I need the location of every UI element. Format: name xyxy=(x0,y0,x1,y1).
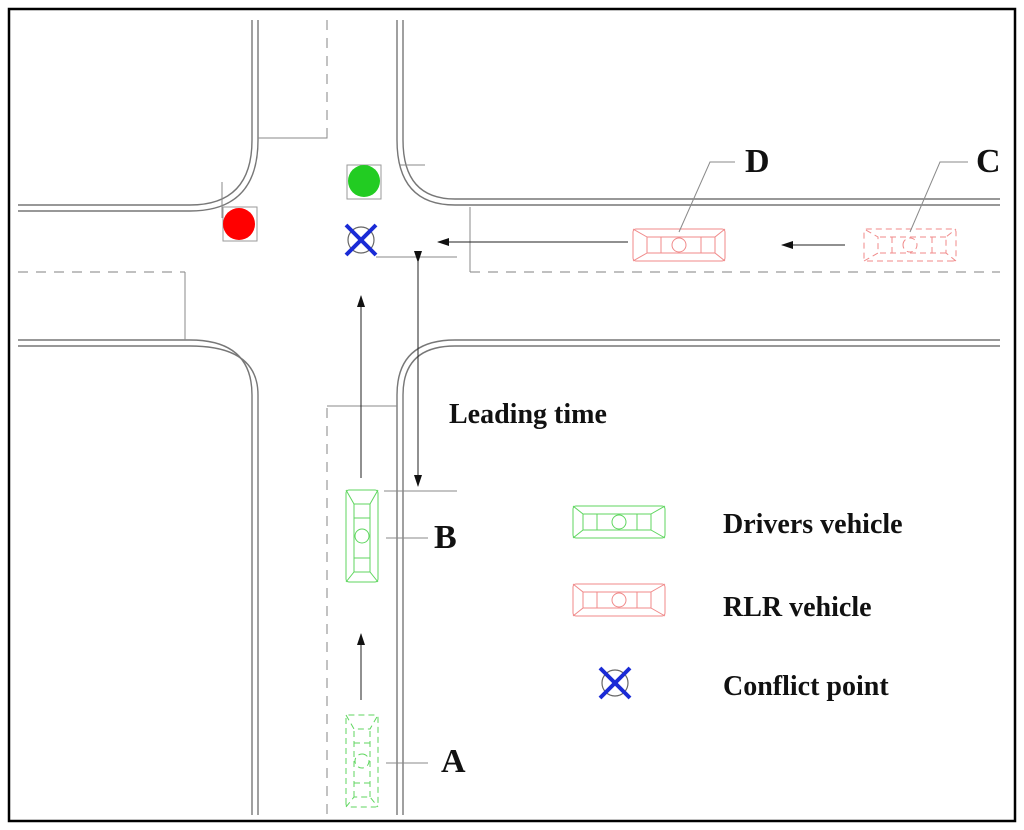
legend-drivers-vehicle-swatch xyxy=(572,505,666,539)
legend-conflict-point-icon xyxy=(598,666,632,700)
legend: Drivers vehicle RLR vehicle Conflict poi… xyxy=(572,505,903,702)
vehicle-a xyxy=(345,714,379,808)
legend-conflict-point-label: Conflict point xyxy=(723,671,889,702)
conflict-point-icon xyxy=(344,223,378,257)
label-b: B xyxy=(434,519,457,556)
red-signal xyxy=(222,206,258,242)
legend-drivers-vehicle-label: Drivers vehicle xyxy=(723,509,903,540)
label-a: A xyxy=(441,743,466,780)
leader-d xyxy=(678,161,735,233)
red-light-icon xyxy=(223,208,255,240)
vehicle-d xyxy=(632,228,726,262)
vehicle-b xyxy=(345,489,379,583)
leader-c xyxy=(909,161,968,233)
leading-time-dimension xyxy=(376,251,457,492)
vehicle-c xyxy=(863,228,957,262)
leading-time-label: Leading time xyxy=(449,399,607,430)
label-d: D xyxy=(745,143,770,180)
green-signal xyxy=(346,164,382,200)
green-light-icon xyxy=(348,165,380,197)
diagram-frame xyxy=(7,7,1017,823)
label-c: C xyxy=(976,143,1001,180)
legend-rlr-vehicle-label: RLR vehicle xyxy=(723,592,872,623)
legend-rlr-vehicle-swatch xyxy=(572,583,666,617)
